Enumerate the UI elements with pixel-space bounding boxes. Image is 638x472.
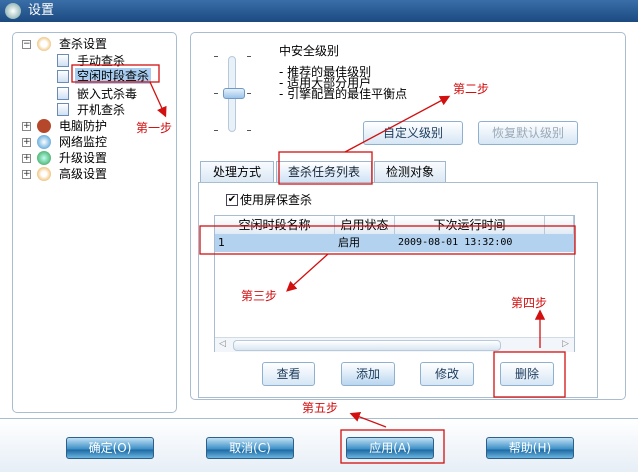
column-header-next-run[interactable]: 下次运行时间	[395, 216, 545, 234]
tick	[214, 56, 218, 57]
settings-tree: − 查杀设置 手动查杀 空闲时段查杀 嵌入式杀毒 开机查杀 + 电脑防护 + 网…	[12, 32, 177, 413]
tick	[247, 93, 251, 94]
tree-item-network-monitor[interactable]: 网络监控	[59, 135, 108, 149]
level-bullet: - 适用大部分用户	[279, 76, 372, 90]
tree-item-boot-scan[interactable]: 开机查杀	[77, 103, 126, 117]
expand-icon[interactable]: +	[22, 153, 31, 163]
tick	[214, 93, 218, 94]
tree-item-pc-protection[interactable]: 电脑防护	[59, 119, 108, 133]
level-title: 中安全级别	[279, 44, 340, 58]
annotation-step5: 第五步	[302, 401, 339, 415]
tree-item-scan-settings[interactable]: 查杀设置	[59, 37, 108, 51]
add-button[interactable]: 添加	[341, 362, 395, 386]
view-button[interactable]: 查看	[262, 362, 315, 386]
apply-button[interactable]: 应用(A)	[346, 437, 434, 459]
slider-thumb[interactable]	[223, 88, 245, 99]
level-description: - 推荐的最佳级别 - 适用大部分用户 - 引擎配置的最佳平衡点	[279, 65, 408, 101]
restore-default-level-button[interactable]: 恢复默认级别	[478, 121, 578, 145]
annotation-step3: 第三步	[241, 289, 278, 303]
level-bullet: - 引擎配置的最佳平衡点	[279, 87, 408, 101]
glove-icon	[37, 119, 51, 133]
upgrade-icon	[37, 151, 51, 165]
ok-button[interactable]: 确定(O)	[66, 437, 154, 459]
tree-item-upgrade[interactable]: 升级设置	[59, 151, 108, 165]
title-bar: 设置	[0, 0, 638, 22]
expand-icon[interactable]: +	[22, 137, 31, 147]
doc-icon	[57, 54, 69, 67]
checkbox-label: 使用屏保查杀	[240, 193, 313, 207]
custom-level-button[interactable]: 自定义级别	[363, 121, 463, 145]
cell-next-run[interactable]: 2009-08-01 13:32:00	[395, 234, 545, 252]
expand-icon[interactable]: +	[22, 121, 31, 131]
doc-icon	[57, 70, 69, 83]
annotation-step4: 第四步	[511, 296, 548, 310]
tab-scan-task-list[interactable]: 查杀任务列表	[276, 161, 372, 182]
tab-detect-objects[interactable]: 检测对象	[374, 161, 446, 182]
expand-icon[interactable]: +	[22, 169, 31, 179]
task-table: 空闲时段名称 启用状态 下次运行时间 1 启用 2009-08-01 13:32…	[214, 215, 575, 352]
app-shield-icon	[5, 3, 21, 19]
scan-icon	[37, 37, 51, 51]
scroll-thumb[interactable]	[233, 340, 501, 351]
tree-item-embedded-scan[interactable]: 嵌入式杀毒	[77, 87, 138, 101]
column-header-extra	[545, 216, 574, 234]
tab-handling[interactable]: 处理方式	[200, 161, 274, 182]
modify-button[interactable]: 修改	[420, 362, 474, 386]
help-button[interactable]: 帮助(H)	[486, 437, 574, 459]
scroll-left-icon[interactable]: ◁	[219, 339, 226, 349]
column-header-name[interactable]: 空闲时段名称	[215, 216, 335, 234]
doc-icon	[57, 87, 69, 100]
gear-icon	[37, 167, 51, 181]
tick	[247, 130, 251, 131]
network-icon	[37, 135, 51, 149]
scroll-right-icon[interactable]: ▷	[562, 339, 569, 349]
cell-name[interactable]: 1	[215, 234, 335, 252]
horizontal-scrollbar[interactable]: ◁ ▷	[215, 337, 574, 352]
delete-button[interactable]: 删除	[500, 362, 554, 386]
tick	[247, 56, 251, 57]
cell-status[interactable]: 启用	[335, 234, 395, 252]
annotation-step1: 第一步	[136, 121, 173, 135]
collapse-icon[interactable]: −	[22, 39, 31, 49]
tree-item-idle-scan[interactable]: 空闲时段查杀	[75, 68, 152, 84]
tick	[214, 130, 218, 131]
screensaver-scan-checkbox[interactable]: ✔ 使用屏保查杀	[226, 191, 312, 208]
tree-item-manual-scan[interactable]: 手动查杀	[77, 54, 126, 68]
window-title: 设置	[28, 3, 55, 18]
check-icon[interactable]: ✔	[226, 193, 238, 206]
level-bullet: - 推荐的最佳级别	[279, 65, 372, 79]
annotation-step2: 第二步	[453, 82, 490, 96]
cell-extra[interactable]	[545, 234, 574, 252]
column-header-status[interactable]: 启用状态	[335, 216, 395, 234]
cancel-button[interactable]: 取消(C)	[206, 437, 294, 459]
doc-icon	[57, 103, 69, 116]
tree-item-advanced[interactable]: 高级设置	[59, 167, 108, 181]
